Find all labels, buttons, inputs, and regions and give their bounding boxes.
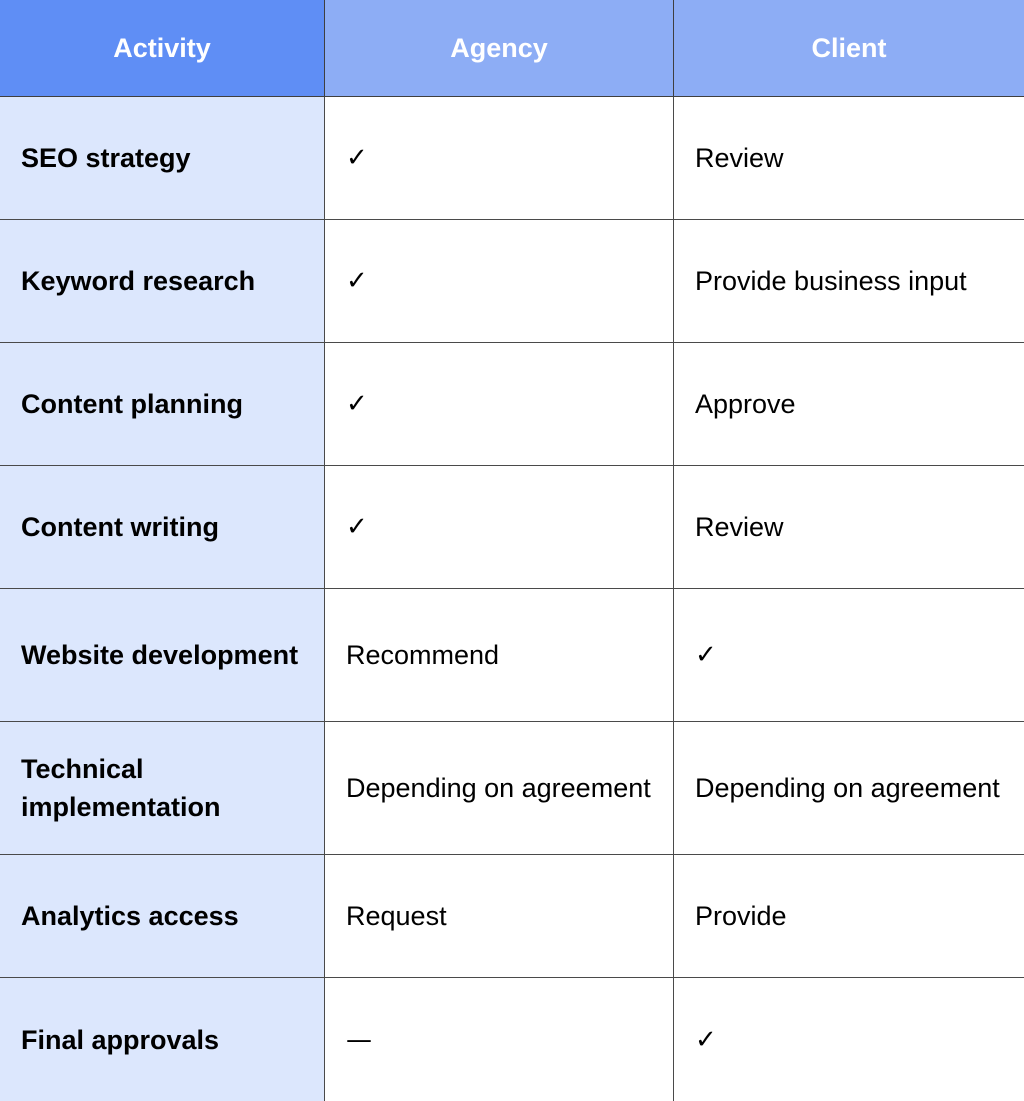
client-cell: Approve [674, 343, 1024, 466]
activity-cell: Content writing [0, 466, 325, 589]
client-cell: Provide business input [674, 220, 1024, 343]
activity-cell: Analytics access [0, 855, 325, 978]
client-cell: Review [674, 466, 1024, 589]
activity-cell: Technical implementation [0, 722, 325, 855]
client-cell: ✓ [674, 589, 1024, 722]
client-cell: Depending on agreement [674, 722, 1024, 855]
activity-cell: Website development [0, 589, 325, 722]
agency-cell: ✓ [325, 97, 674, 220]
agency-cell: — [325, 978, 674, 1101]
agency-cell: Depending on agreement [325, 722, 674, 855]
client-cell: Review [674, 97, 1024, 220]
activity-cell: Content planning [0, 343, 325, 466]
agency-cell: ✓ [325, 466, 674, 589]
header-activity: Activity [0, 0, 325, 97]
activity-cell: SEO strategy [0, 97, 325, 220]
header-client: Client [674, 0, 1024, 97]
client-cell: Provide [674, 855, 1024, 978]
agency-cell: Request [325, 855, 674, 978]
agency-cell: Recommend [325, 589, 674, 722]
client-cell: ✓ [674, 978, 1024, 1101]
agency-cell: ✓ [325, 343, 674, 466]
agency-cell: ✓ [325, 220, 674, 343]
activity-cell: Keyword research [0, 220, 325, 343]
activity-cell: Final approvals [0, 978, 325, 1101]
header-agency: Agency [325, 0, 674, 97]
